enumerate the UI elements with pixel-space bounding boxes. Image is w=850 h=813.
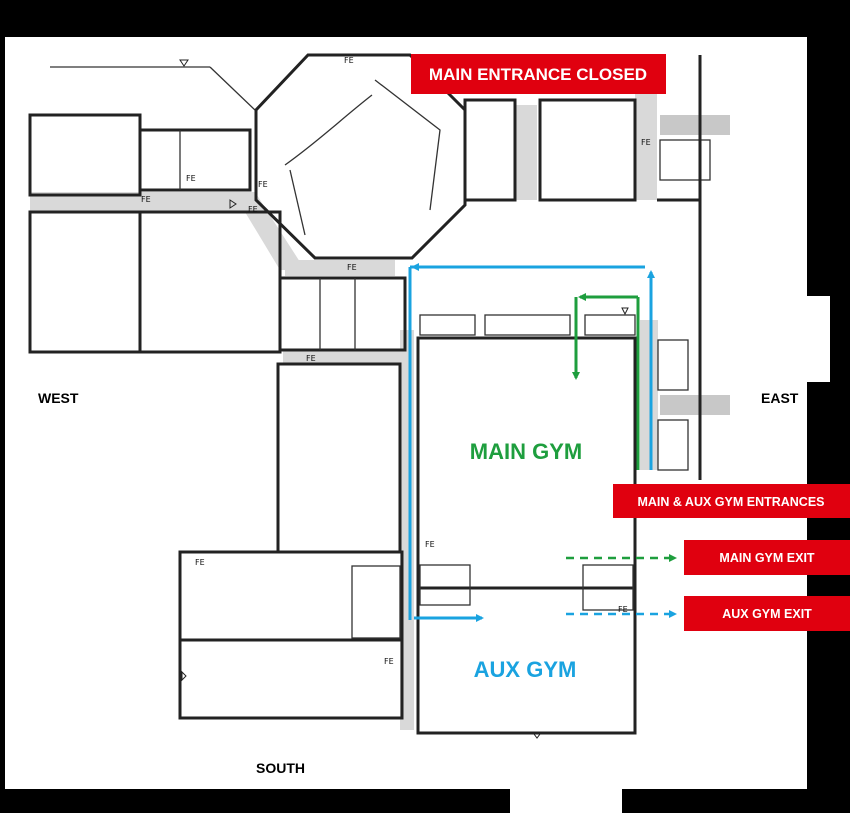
fe-marker: FE: [306, 354, 316, 363]
building-walls: [28, 53, 711, 735]
main-gym-label: MAIN GYM: [470, 439, 582, 464]
main-gym-exit-banner: MAIN GYM EXIT: [684, 540, 850, 575]
main-gym-route: [572, 293, 640, 470]
aux-gym-exit-banner: AUX GYM EXIT: [684, 596, 850, 631]
fe-marker: FE: [347, 263, 357, 272]
compass-south-label: SOUTH: [256, 760, 305, 776]
gym-entrances-text: MAIN & AUX GYM ENTRANCES: [637, 495, 824, 509]
main-entrance-closed-text: MAIN ENTRANCE CLOSED: [429, 65, 647, 84]
fe-marker: FE: [425, 540, 435, 549]
main-gym-exit-text: MAIN GYM EXIT: [719, 551, 815, 565]
exit-arrows: [566, 554, 677, 618]
fire-extinguisher-markers: FE FE FE FE FE FE FE FE FE FE FE FE: [141, 56, 651, 666]
aux-gym-route: [408, 263, 655, 622]
exit-triangles: [179, 59, 629, 739]
fe-marker: FE: [618, 605, 628, 614]
fe-marker: FE: [141, 195, 151, 204]
gym-entrances-banner: MAIN & AUX GYM ENTRANCES: [613, 484, 850, 518]
compass-east-label: EAST: [761, 390, 799, 406]
fe-marker: FE: [641, 138, 651, 147]
fe-marker: FE: [344, 56, 354, 65]
fe-marker: FE: [186, 174, 196, 183]
fe-marker: FE: [258, 180, 268, 189]
compass-west-label: WEST: [38, 390, 79, 406]
fe-marker: FE: [195, 558, 205, 567]
fe-marker: FE: [384, 657, 394, 666]
aux-gym-label: AUX GYM: [474, 657, 577, 682]
fe-marker: FE: [248, 205, 258, 214]
aux-gym-exit-text: AUX GYM EXIT: [722, 607, 812, 621]
main-entrance-closed-banner: MAIN ENTRANCE CLOSED: [411, 54, 666, 94]
